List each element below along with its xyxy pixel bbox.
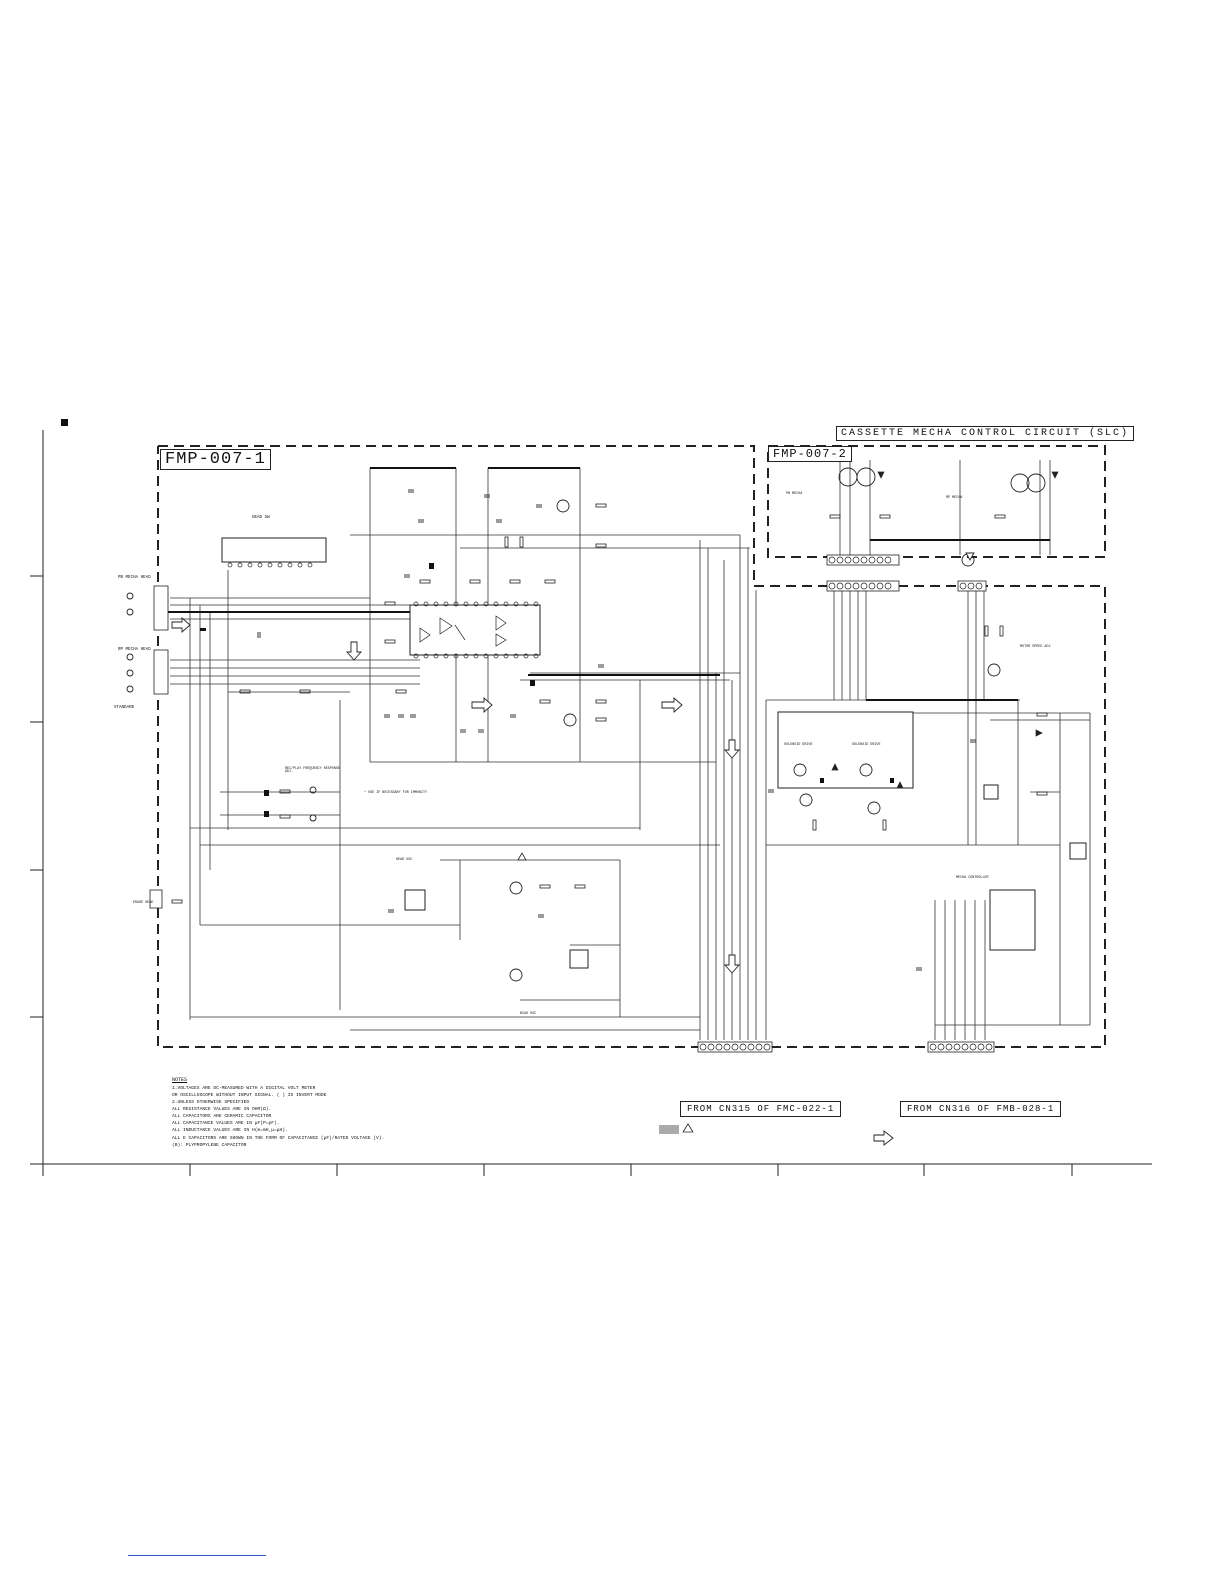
label-bias-osc: BIAS OSC <box>520 1012 537 1016</box>
label-motor-speed: MOTOR SPEED ADJ <box>1020 645 1051 649</box>
label-erase-head: ERASE HEAD <box>133 901 154 905</box>
connector-label-cn315: FROM CN315 OF FMC-022-1 <box>680 1101 842 1117</box>
label-solenoid-1: SOLENOID DRIVE <box>784 743 813 747</box>
board-tag-1: FMP-007-1 <box>160 449 271 470</box>
label-rp-head: RP MECHA HEAD <box>118 648 151 652</box>
circuit-title: CASSETTE MECHA CONTROL CIRCUIT (SLC) <box>836 426 1135 441</box>
notes-line: 1.VOLTAGES ARE DC-MEASURED WITH A DIGITA… <box>172 1085 316 1091</box>
notes-line: ALL INDUCTANCE VALUES ARE IN H(m=mH,μ=μH… <box>172 1128 288 1134</box>
label-head-sw: HEAD SW <box>252 516 270 520</box>
label-pb-head: PB MECHA HEAD <box>118 576 151 580</box>
section-bullet <box>61 419 68 426</box>
label-rp-mecha: RP MECHA <box>946 496 963 500</box>
label-pb-mecha: PB MECHA <box>786 492 803 496</box>
label-solenoid-2: SOLENOID DRIVE <box>852 743 881 747</box>
notes-title: NOTES <box>172 1077 188 1083</box>
notes-line: ALL RESISTANCE VALUES ARE IN OHM(Ω). <box>172 1107 272 1113</box>
label-standard: STANDARD <box>114 706 135 710</box>
board-tag-2: FMP-007-2 <box>768 446 852 462</box>
label-head-osc: HEAD OSC <box>396 858 413 862</box>
label-immunity: * USE IF NECESSARY FOR IMMUNITY <box>364 791 428 795</box>
bottom-link-line[interactable] <box>128 1555 266 1556</box>
notes-line: ALL CAPACITORS ARE CERAMIC CAPACITOR <box>172 1114 272 1120</box>
connector-label-cn316: FROM CN316 OF FMB-028-1 <box>900 1101 1062 1117</box>
notes-line: OR OSCILLOSCOPE WITHOUT INPUT SIGNAL. ( … <box>172 1092 327 1098</box>
label-mecha-ic: MECHA CONTROLLER <box>956 876 989 880</box>
notes-line: ALL E CAPACITORS ARE SHOWN IN THE FORM O… <box>172 1135 385 1141</box>
notes-block: NOTES 1.VOLTAGES ARE DC-MEASURED WITH A … <box>172 1077 384 1149</box>
notes-line: (B): PLYPROPYLENE CAPACITOR <box>172 1142 247 1148</box>
notes-line: 2.UNLESS OTHERWISE SPECIFIED <box>172 1099 250 1105</box>
notes-line: ALL CAPACITANCE VALUES ARE IN μF(P=pF). <box>172 1121 280 1127</box>
label-freq-adj: REC/PLAY FREQUENCY RESPONSE ADJ. <box>285 767 340 775</box>
